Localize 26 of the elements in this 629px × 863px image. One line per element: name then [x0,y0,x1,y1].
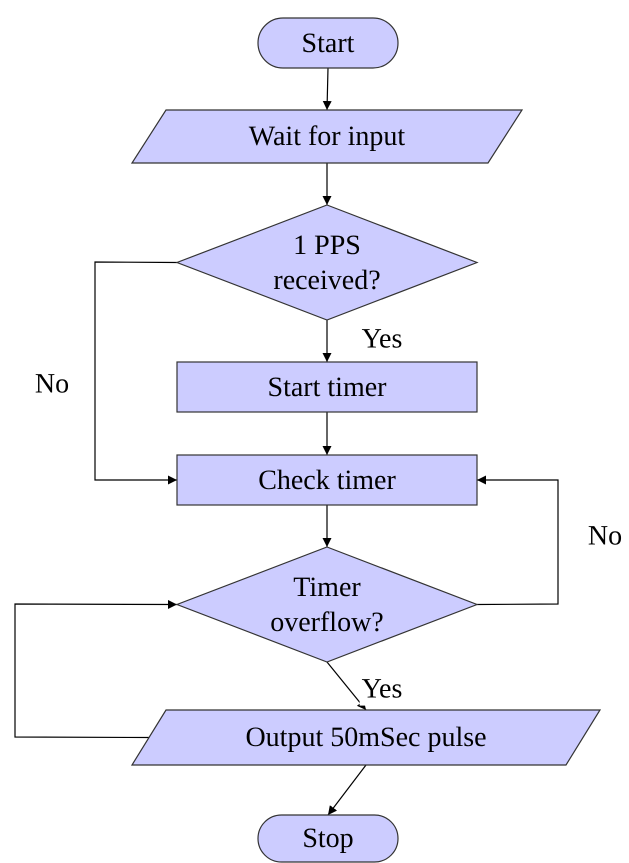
node-label: Stop [302,822,354,856]
node-label: Timer overflow? [269,570,385,640]
node-label: 1 PPS received? [272,228,382,298]
arrow [322,68,332,110]
arrow [94,261,177,484]
arrow [322,412,332,455]
node-label: Start [302,26,354,60]
io-parallelogram [132,110,522,163]
node-label: Start timer [268,370,386,404]
arrow [322,505,332,547]
terminal-shape [258,18,398,68]
decision-diamond [177,205,477,320]
node-label: Wait for input [248,120,406,154]
node-label: Check timer [258,464,396,498]
io-parallelogram [132,710,600,765]
process-box [177,362,477,412]
node-label: Output 50mSec pulse [245,721,487,755]
arrow [14,600,177,738]
arrow [322,163,332,205]
terminal-shape [258,815,398,862]
decision-diamond [177,547,477,662]
arrow [322,320,332,362]
arrow [328,764,366,816]
arrow [477,476,559,606]
process-box [177,455,477,505]
arrow [326,662,366,710]
